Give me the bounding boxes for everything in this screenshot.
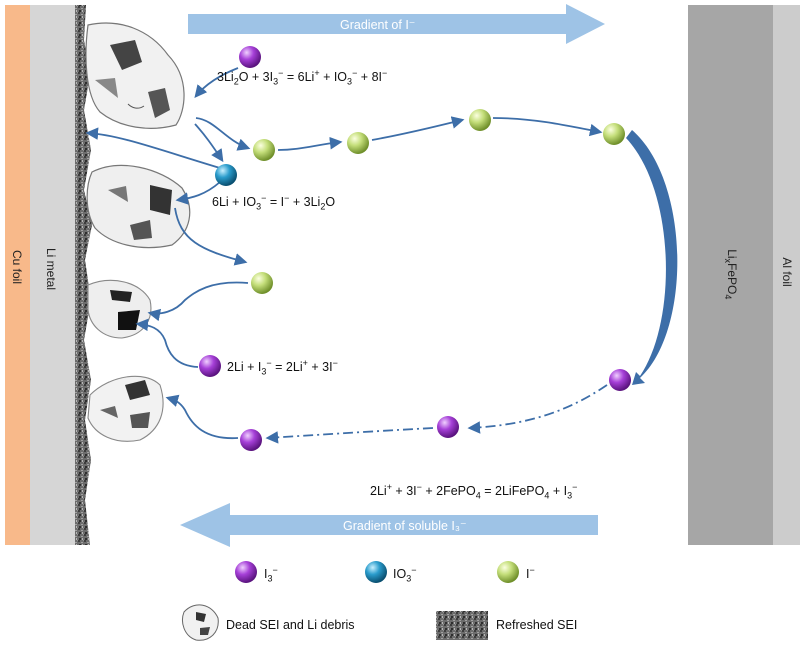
- dead-sei-debris-2: [86, 164, 191, 249]
- gradient-arrow-top: [188, 4, 605, 44]
- ion-i3-left: [240, 429, 262, 451]
- flow-arrow-dashed-i3-mid: [467, 384, 608, 434]
- flow-arrow-i-3-to-4: [492, 117, 603, 137]
- dead-sei-debris-1: [85, 22, 185, 129]
- legend-i3-ball: [235, 561, 257, 583]
- cathode-return-arrow: [626, 130, 678, 385]
- cu-foil-panel: [5, 5, 30, 545]
- legend-refreshed-sei-label: Refreshed SEI: [496, 618, 578, 632]
- gradient-bottom-label: Gradient of soluble I₃⁻: [343, 519, 467, 533]
- dead-sei-debris-4: [87, 375, 164, 442]
- flow-arrow-i3-to-debris: [165, 394, 239, 439]
- flow-arrow-eq1-to-sei: [194, 67, 239, 98]
- legend-i-label: I−: [526, 565, 535, 582]
- legend-io3-ball: [365, 561, 387, 583]
- legend-dead-sei-label: Dead SEI and Li debris: [226, 618, 355, 632]
- legend-i-ball: [497, 561, 519, 583]
- equation-2: 6Li + IO3− = I− + 3Li2O: [212, 193, 336, 212]
- refreshed-sei-layer: [75, 5, 92, 545]
- legend-i3-label: I3−: [264, 565, 278, 584]
- flow-arrow-i-to-sei: [147, 281, 249, 322]
- flow-arrow-dashed-i3-left: [265, 427, 434, 444]
- flow-arrow-sei-to-i: [174, 207, 248, 266]
- cathode-label: LixFePO4: [722, 249, 740, 300]
- ion-i-3: [469, 109, 491, 131]
- cathode-panel: [688, 5, 773, 545]
- ion-i-4: [603, 123, 625, 145]
- ion-i3-mid: [199, 355, 221, 377]
- flow-arrow-to-li-metal-top: [85, 127, 221, 169]
- flow-arrow-i-1-to-2: [277, 136, 343, 151]
- al-foil-panel: [773, 5, 800, 545]
- ion-io3: [215, 164, 237, 186]
- flow-arrow-i-2-to-3: [371, 116, 465, 141]
- flow-arrow-io3-to-sei: [175, 181, 221, 205]
- legend-dead-sei-icon: [182, 604, 219, 641]
- cu-foil-label: Cu foil: [10, 249, 24, 284]
- equation-1: 3Li2O + 3I3− = 6Li+ + IO3− + 8I−: [217, 68, 388, 87]
- legend-refreshed-sei-swatch: [436, 611, 488, 640]
- ion-i-5: [251, 272, 273, 294]
- gradient-top-label: Gradient of I⁻: [340, 18, 416, 32]
- ion-i3-right: [609, 369, 631, 391]
- legend-io3-label: IO3−: [393, 565, 417, 584]
- ion-i3-top: [239, 46, 261, 68]
- al-foil-label: Al foil: [780, 257, 794, 287]
- ion-i-1: [253, 139, 275, 161]
- flow-arrow-to-first-i: [195, 117, 251, 151]
- ion-i3-center: [437, 416, 459, 438]
- li-metal-panel: [30, 5, 75, 545]
- dead-sei-debris-3: [87, 279, 152, 339]
- equation-3: 2Li + I3− = 2Li+ + 3I−: [227, 358, 338, 377]
- gradient-arrow-bottom: [180, 503, 598, 547]
- li-metal-label: Li metal: [44, 247, 58, 291]
- flow-arrow-to-io3: [194, 123, 224, 163]
- flow-arrow-i3-to-sei: [135, 318, 199, 368]
- ion-i-2: [347, 132, 369, 154]
- equation-4: 2Li+ + 3I− + 2FePO4 = 2LiFePO4 + I3−: [370, 482, 578, 501]
